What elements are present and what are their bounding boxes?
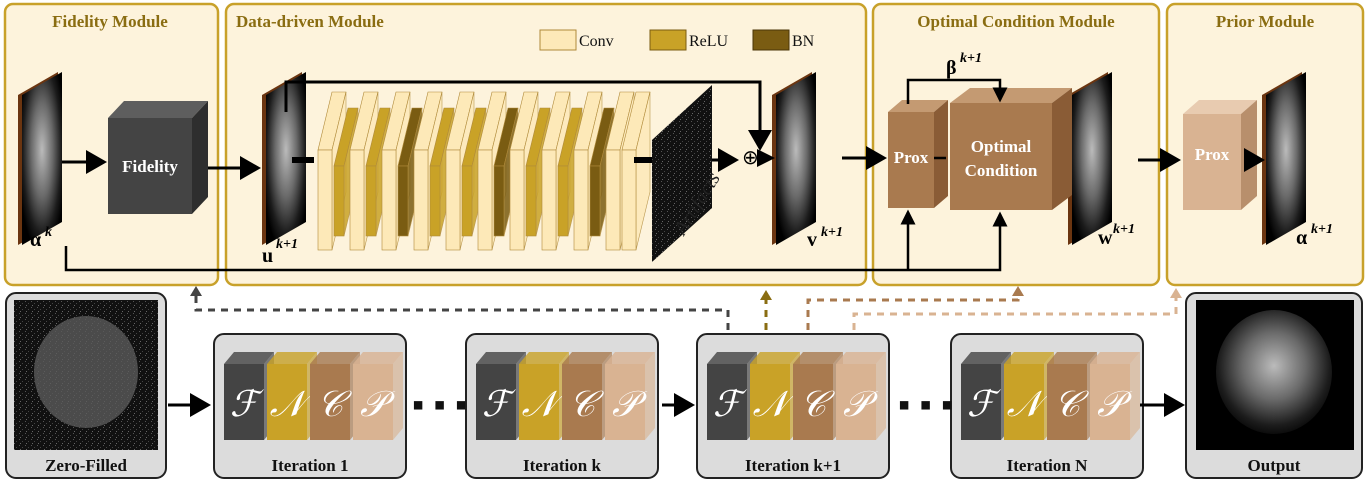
alpha-k-sup: k (45, 225, 52, 240)
legend-conv-swatch (539, 29, 577, 51)
legend-bn-swatch (752, 29, 790, 51)
iteration-label: Iteration k (523, 456, 601, 475)
fidelity-block: Fidelity (108, 101, 208, 214)
alpha-k1-sup: k+1 (1311, 222, 1333, 237)
alpha-k-label: α (30, 229, 41, 251)
cnn-layer-conv (621, 91, 651, 251)
legend-conv-label: Conv (579, 33, 614, 50)
artifacts-image (652, 85, 712, 262)
prior-prox-block: Prox (1183, 100, 1257, 210)
iteration-label: Iteration N (1007, 456, 1088, 475)
legend-bn-label: BN (792, 33, 815, 50)
alpha-k1-label: α (1296, 227, 1307, 249)
mri-image-w (1068, 72, 1112, 245)
mri-image-v (772, 72, 816, 245)
w-label: w (1098, 227, 1113, 249)
mri-image-alpha-k (18, 72, 62, 245)
legend: Conv ReLU BN (539, 29, 815, 51)
mri-image-u (262, 72, 306, 245)
top-flow-arrows (62, 78, 1265, 272)
optimal-label-line2: Condition (965, 161, 1038, 180)
mri-image-alpha-k1 (1262, 72, 1306, 245)
beta-sup: k+1 (960, 51, 982, 66)
beta-label: β (946, 57, 957, 79)
zero-filled-panel: Zero-Filled (5, 292, 167, 479)
optimal-condition-block: Optimal Condition (950, 88, 1072, 210)
prox-small-label: Prox (894, 148, 929, 167)
prox-small-block: Prox (888, 100, 948, 208)
u-sup: k+1 (276, 237, 298, 252)
u-label: u (262, 245, 273, 267)
iteration-label: Iteration k+1 (745, 456, 841, 475)
iteration-label: Iteration 1 (272, 456, 349, 475)
w-sup: k+1 (1113, 222, 1135, 237)
zero-filled-label: Zero-Filled (45, 456, 127, 475)
legend-relu-label: ReLU (689, 33, 729, 50)
v-label: v (807, 229, 817, 251)
ellipsis-1: ▪ ▪ ▪ (412, 386, 467, 424)
v-sup: k+1 (821, 225, 843, 240)
prior-prox-label: Prox (1195, 145, 1230, 164)
optimal-label-line1: Optimal (971, 137, 1032, 156)
fidelity-module-title: Fidelity Module (52, 12, 168, 31)
output-panel: Output (1185, 292, 1363, 479)
data-driven-module-title: Data-driven Module (236, 12, 384, 31)
optimal-condition-module-title: Optimal Condition Module (917, 12, 1115, 31)
dashed-feedback-arrows (190, 286, 1182, 356)
cnn-layer-stack (317, 91, 651, 251)
fidelity-block-label: Fidelity (122, 157, 178, 176)
prior-module-title: Prior Module (1216, 12, 1315, 31)
sum-operator: ⊕ (742, 145, 759, 169)
output-label: Output (1248, 456, 1301, 475)
legend-relu-swatch (649, 29, 687, 51)
ellipsis-2: ▪ ▪ ▪ (898, 386, 953, 424)
